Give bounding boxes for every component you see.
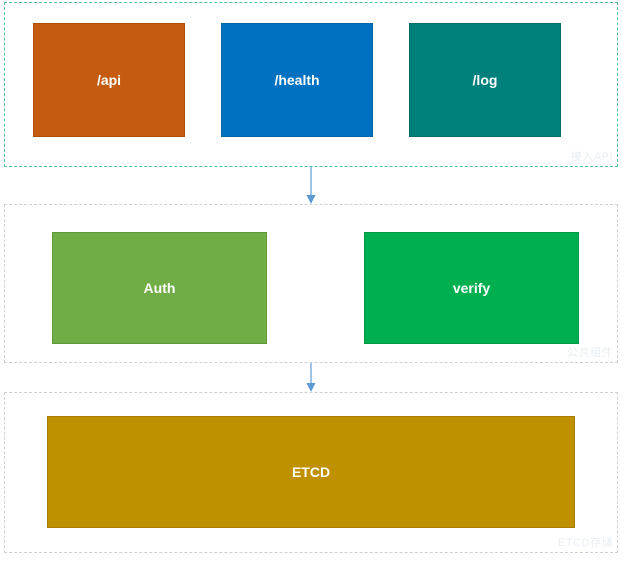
storage-layer-label: ETCD存储 xyxy=(558,537,613,549)
storage-layer: ETCD存储 xyxy=(4,392,618,553)
verify-box: verify xyxy=(364,232,579,344)
log-box: /log xyxy=(409,23,561,137)
etcd-box: ETCD xyxy=(47,416,575,528)
middleware-layer-label: 公共组件 xyxy=(567,347,613,359)
health-box: /health xyxy=(221,23,373,137)
auth-box: Auth xyxy=(52,232,267,344)
arrow-access-to-middleware xyxy=(306,167,316,204)
arrow-middleware-to-storage xyxy=(306,363,316,392)
api-box: /api xyxy=(33,23,185,137)
access-layer-label: 接入API xyxy=(570,151,613,163)
middleware-layer: 公共组件 xyxy=(4,204,618,363)
access-layer: 接入API xyxy=(4,2,618,167)
